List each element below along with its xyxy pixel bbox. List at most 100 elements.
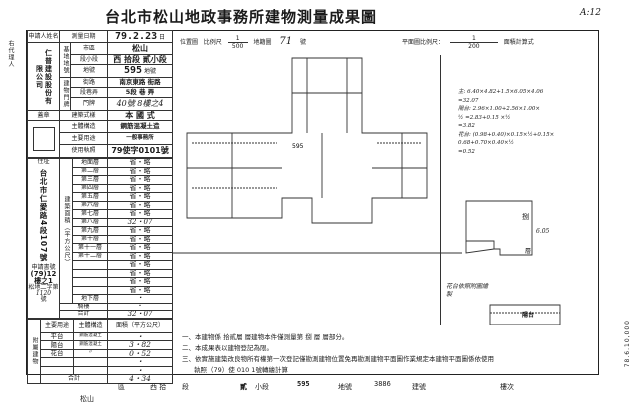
acc-total-label: 合計 [40, 374, 108, 384]
footer-building-suffix: 建號 [412, 383, 426, 391]
footer-section-suffix: 段 [182, 383, 189, 391]
application-label: 申請書號 [31, 264, 56, 271]
style-label: 建築式樣 [58, 110, 109, 121]
district-label: 市區 [69, 42, 109, 55]
location-map-label: 位置圖 [180, 39, 199, 46]
acc-use: 花台 [40, 348, 74, 358]
acc-area: ・ [107, 357, 173, 367]
building-interior-lines [187, 57, 427, 218]
survey-date-label: 測量日期 [58, 30, 109, 43]
accessory-row: ・ [28, 365, 173, 375]
lot-value: 595 [124, 65, 143, 76]
calc-divider [440, 55, 441, 325]
floor-value: 省・略 [107, 192, 173, 202]
floor-label: 第六層 [72, 200, 108, 210]
street-label: 街路 [69, 77, 109, 88]
acc-total: 4・34 [107, 374, 173, 384]
applicant-label: 申請人姓名 [27, 30, 60, 43]
floor-label: 第八層 [72, 217, 108, 227]
floor-value: 省・略 [107, 260, 173, 270]
application-word: 松地二字第 [28, 284, 59, 291]
floor-label: 第四層 [72, 183, 108, 193]
use-label: 主要用途 [58, 132, 109, 145]
lane-value: 5段 巷 弄 [107, 87, 174, 98]
calc-line: ½ =2.83+0.15 ×½ [458, 114, 511, 121]
plan-dimension: 6.05 [536, 228, 550, 235]
acc-area: 3・82 [107, 340, 173, 350]
floor-value: 省・略 [107, 251, 173, 261]
handwritten-note: 花台依照附圖繪製 [446, 283, 489, 298]
floor-value: 省・略 [107, 209, 173, 219]
document-title: 台北市松山地政事務所建物測量成果圖 [105, 8, 378, 26]
calc-line: =0.52 [458, 148, 475, 155]
building-outline [186, 57, 428, 224]
corner-mark: A:12 [580, 8, 601, 18]
acc-area: ・ [107, 365, 173, 375]
acc-structure: 鋼筋混凝土 [73, 340, 108, 350]
seal-square [32, 127, 55, 151]
floor-value: 省・略 [107, 234, 173, 244]
footer-building-no: 3886 [374, 380, 391, 388]
address-value: 台北市仁愛路4段107號 [39, 168, 48, 262]
floor-total-label: 合計 [59, 309, 108, 319]
floor-label [72, 285, 108, 295]
plan-scale-den: 200 [468, 43, 480, 50]
use-value: 一般事務所 [107, 132, 174, 145]
footer-district-suffix: 區 [118, 383, 125, 391]
accessory-label: 附屬建物 [27, 318, 41, 384]
survey-date: 79.2.23 日 [107, 30, 174, 43]
floor-label: 第三層 [72, 175, 108, 185]
floor-label: 第十二層 [72, 251, 108, 261]
floor-plan-label: 捌 [522, 213, 529, 221]
application-num: 1120 [35, 290, 52, 297]
area-calc-label: 面積計算式 [503, 39, 534, 46]
section-value: 西 拾段 貳小段 [107, 54, 174, 65]
note-1: 一、本建物係 拾貳層 層建物本件僅測量第 捌 層 層部分。 [182, 333, 349, 341]
floor-label: 地面層 [72, 158, 108, 168]
acc-use: 陽台 [40, 340, 74, 350]
floor-label: 第十一層 [72, 243, 108, 253]
application-suffix: 號 [40, 296, 47, 303]
section-label: 段小段 [69, 54, 109, 65]
acc-structure [73, 357, 108, 367]
plan-scale-num: 1 [449, 35, 498, 43]
floor-value: 省・略 [107, 285, 173, 295]
floor-label [72, 268, 108, 278]
balcony-label: 陽台 [522, 312, 535, 319]
street-value: 南京東路 街路 [107, 77, 174, 88]
left-margin-note: 右代理人 [7, 40, 14, 68]
district-value: 松山 [107, 42, 174, 55]
floor-value: 省・略 [107, 158, 173, 168]
note-3: 三、依實施建築改良物所有權第一次登記僅勘測建物位置免再勘測建物平面圖作業規定本建… [182, 355, 494, 363]
floor-label: 第九層 [72, 226, 108, 236]
floor-value: 32・07 [107, 217, 173, 227]
note-3-cont: 執照（79）使 010 1號轉繪計算 [194, 366, 288, 374]
form-frame [26, 30, 599, 375]
accessory-row: ・ [28, 357, 173, 367]
floor-value: 省・略 [107, 226, 173, 236]
floor-value: 省・略 [107, 175, 173, 185]
calc-line: 0.68+0.70×0.40×½ [458, 140, 514, 146]
cadastral-map-label: 地籍圖 [253, 39, 272, 46]
lot-suffix: 地號 [144, 68, 157, 75]
structure-value: 鋼筋混凝土造 [107, 120, 174, 133]
applicant-cell: 仁普建設股份有限公司 [27, 42, 60, 111]
floor-label: 第五層 [72, 192, 108, 202]
lot-label: 地號 [69, 64, 109, 78]
map-no-suffix: 號 [300, 39, 307, 46]
style-value: 本 國 式 [107, 110, 174, 121]
survey-date-suffix: 日 [159, 33, 166, 41]
structure-label: 主體構造 [58, 120, 109, 133]
notes: 一、本建物係 拾貳層 層建物本件僅測量第 捌 層 層部分。 二、本成果表以建物登… [182, 332, 494, 376]
acc-area: ・ [107, 331, 173, 341]
acc-struct-label: 主體構造 [73, 318, 108, 333]
seal-label: 蓋章 [27, 110, 60, 121]
